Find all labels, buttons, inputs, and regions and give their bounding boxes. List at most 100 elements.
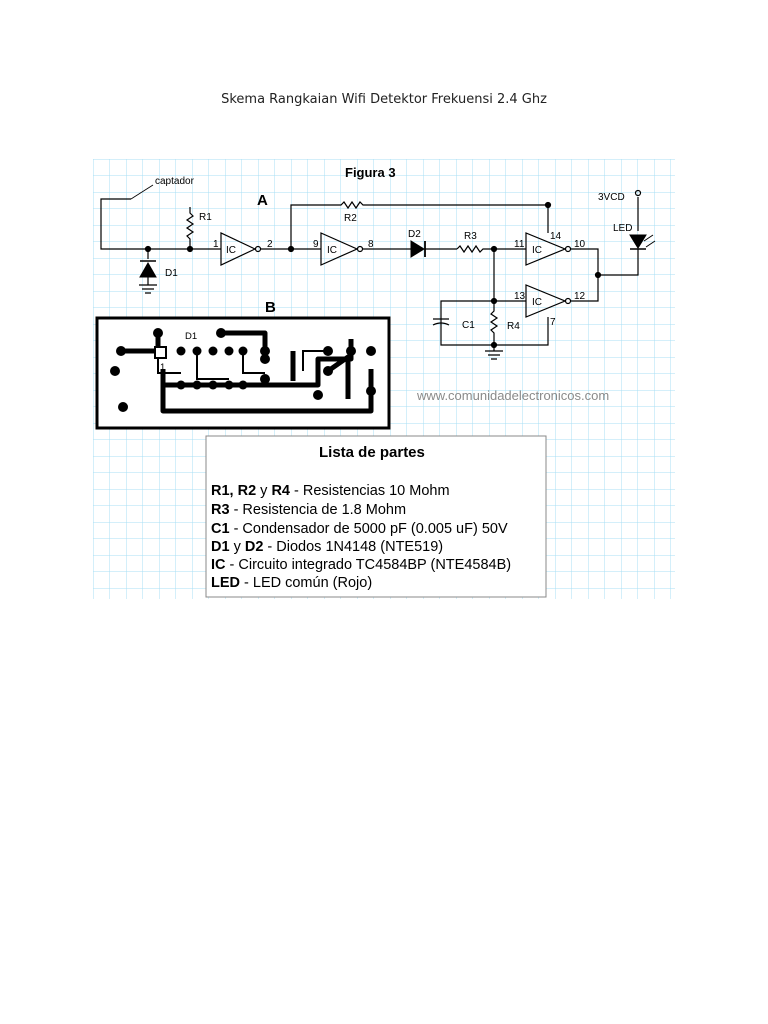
pcb-pad	[176, 346, 186, 356]
section-a-label: A	[257, 192, 268, 209]
pcb-pad	[192, 380, 202, 390]
page-title: Skema Rangkaian Wifi Detektor Frekuensi …	[221, 92, 547, 107]
supply-label: 3VCD	[598, 192, 625, 203]
d1-diode-symbol	[139, 261, 157, 278]
led-emission-arrows	[643, 234, 656, 248]
pin-12-label: 12	[574, 291, 586, 302]
watermark: www.comunidadelectronicos.com	[416, 388, 609, 403]
junction-dot-4	[490, 245, 498, 253]
ground-symbol-2	[485, 350, 503, 360]
pcb-layout: D1 1 +	[95, 316, 391, 430]
r1-label: R1	[199, 212, 212, 223]
section-b-label: B	[265, 299, 276, 316]
pcb-pin1-square-pad	[154, 346, 167, 359]
pcb-pad	[176, 380, 186, 390]
pcb-pad	[118, 402, 128, 412]
parts-list-item: R3 - Resistencia de 1.8 Mohm	[211, 502, 406, 518]
ic2-label: IC	[327, 245, 337, 256]
r2-label: R2	[344, 213, 357, 224]
pcb-pad	[116, 346, 126, 356]
pin-13-label: 13	[514, 291, 526, 302]
ic-inverter-2	[320, 232, 359, 266]
ic3-output-bubble	[564, 245, 572, 253]
pcb-pad	[260, 374, 270, 384]
pin-9-label: 9	[313, 239, 319, 250]
pcb-pad	[366, 386, 376, 396]
ground-symbol-1	[139, 284, 157, 294]
pcb-plus-label: +	[368, 371, 374, 382]
antenna-wire	[100, 198, 148, 250]
circuit-figure: Figura 3 A B	[93, 159, 675, 599]
ic2-output-bubble	[356, 245, 364, 253]
pcb-pad	[346, 346, 356, 356]
junction-dot-1	[144, 245, 152, 253]
pin-10-label: 10	[574, 239, 586, 250]
r4-label: R4	[507, 321, 520, 332]
junction-dot-7	[594, 271, 602, 279]
pcb-pad	[313, 390, 323, 400]
pin-14-label: 14	[550, 231, 562, 242]
c1-loop-wire	[440, 300, 549, 346]
parts-list-item: D1 y D2 - Diodos 1N4148 (NTE519)	[211, 539, 443, 555]
ic4-label: IC	[532, 297, 542, 308]
pcb-pad	[238, 380, 248, 390]
pcb-pad	[260, 346, 270, 356]
parts-list-title: Lista de partes	[319, 444, 425, 461]
pcb-pad	[153, 328, 163, 338]
parts-list-item: LED - LED común (Rojo)	[211, 575, 372, 591]
junction-dot-8	[490, 341, 498, 349]
antenna-label: captador	[155, 176, 195, 187]
c1-label: C1	[462, 320, 475, 331]
pcb-pad	[224, 380, 234, 390]
pcb-pad	[260, 354, 270, 364]
r3-resistor	[456, 244, 526, 254]
pcb-pad	[208, 380, 218, 390]
parts-list-item: C1 - Condensador de 5000 pF (0.005 uF) 5…	[211, 521, 508, 537]
ic3-label: IC	[532, 245, 542, 256]
junction-dot-6	[544, 201, 552, 209]
pin-8-label: 8	[368, 239, 374, 250]
antenna-leader	[130, 184, 154, 200]
schematic-labels: captador 3VCD R1 R2 R3 R4 D1 D2 C1 LED I…	[155, 176, 632, 332]
pcb-pad	[366, 346, 376, 356]
pin-2-label: 2	[267, 239, 273, 250]
c1-capacitor	[432, 318, 450, 326]
led-symbol	[629, 234, 647, 249]
pcb-pad	[323, 366, 333, 376]
supply-terminal	[634, 189, 642, 197]
ic-inverter-4	[525, 284, 567, 318]
parts-list: Lista de partes R1, R2 y R4 - Resistenci…	[205, 435, 547, 598]
schematic-filled-parts	[139, 201, 647, 349]
schematic	[100, 184, 656, 360]
r1-resistor	[185, 207, 195, 249]
pin-7-label: 7	[550, 317, 556, 328]
pcb-pad	[110, 366, 120, 376]
pcb-pad	[224, 346, 234, 356]
r4-resistor	[489, 301, 499, 351]
pcb-trace	[326, 354, 351, 399]
r3-label: R3	[464, 231, 477, 242]
pcb-pin1-label: 1	[160, 362, 165, 373]
pin-1-label: 1	[213, 239, 219, 250]
pcb-thin-trace	[196, 351, 229, 380]
junction-dot-5	[490, 297, 498, 305]
parts-list-item: R1, R2 y R4 - Resistencias 10 Mohm	[211, 483, 450, 499]
parts-list-item: IC - Circuito integrado TC4584BP (NTE458…	[211, 557, 511, 573]
ic4-output-bubble	[564, 297, 572, 305]
pcb-thin-trace	[302, 350, 328, 371]
figure-title: Figura 3	[345, 165, 396, 180]
pcb-pad	[208, 346, 218, 356]
pcb-pads	[110, 328, 376, 412]
pcb-pad	[192, 346, 202, 356]
parts-list-box	[205, 435, 547, 598]
pcb-thin-trace	[242, 351, 265, 374]
led-wire	[598, 249, 639, 276]
r2-feedback-wire	[290, 200, 549, 249]
pcb-pad	[323, 346, 333, 356]
pcb-pad	[238, 346, 248, 356]
d1-label: D1	[165, 268, 178, 279]
led-label: LED	[613, 223, 632, 234]
junction-dot-2	[186, 245, 194, 253]
d2-diode-symbol	[410, 240, 425, 258]
pcb-d1-label: D1	[185, 331, 197, 342]
